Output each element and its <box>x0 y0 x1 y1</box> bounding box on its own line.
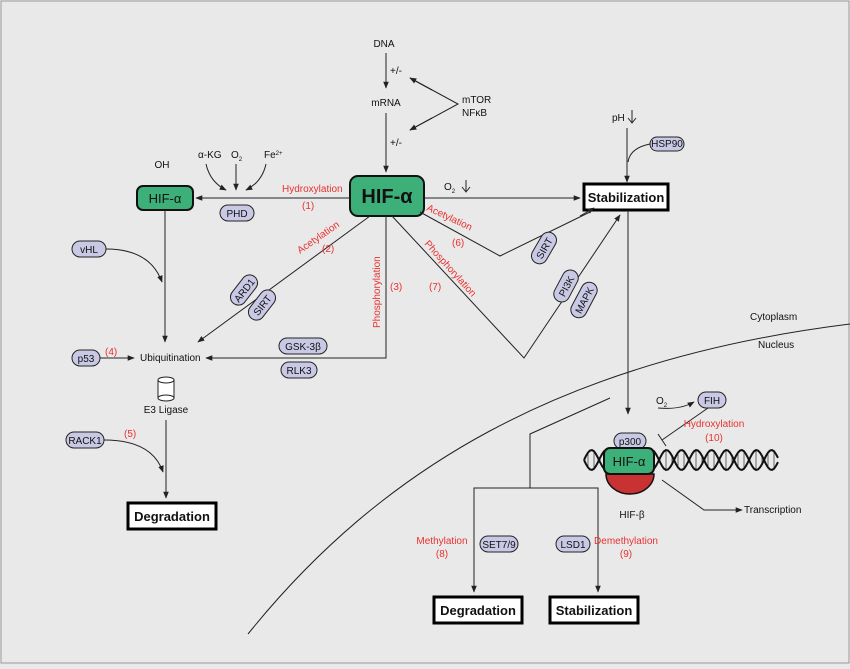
transcription-arrow <box>661 479 743 513</box>
mtor-label: mTOR <box>462 95 491 106</box>
right-o2-label: O2 <box>444 182 456 195</box>
fih-label: FIH <box>704 396 720 407</box>
hif-alpha-nucleus-label: HIF-α <box>613 454 646 469</box>
plusminus-2: +/- <box>390 138 402 149</box>
nucleus-hydroxylation-num: (10) <box>705 433 723 444</box>
stabilization-nucleus-box <box>548 595 640 625</box>
acetylation-left-label: Acetylation <box>295 219 341 256</box>
mtor-arrows <box>409 77 460 131</box>
degradation-nucleus-label: Degradation <box>440 603 516 618</box>
nuclear-membrane <box>247 323 850 635</box>
oh-label: OH <box>155 160 170 171</box>
fih-inhibition-line <box>661 407 709 441</box>
hif-alpha-left-label: HIF-α <box>149 191 182 206</box>
transcription-label: Transcription <box>744 505 801 516</box>
gsk3b-pill <box>278 337 328 355</box>
e3-ligase-icon <box>157 376 175 402</box>
set79-label: SET7/9 <box>482 540 516 551</box>
phosphorylation-left-arrow <box>205 216 387 361</box>
hydroxylation-num: (1) <box>302 201 314 212</box>
hif-alpha-center <box>349 175 425 217</box>
acetylation-right-path <box>419 211 591 257</box>
phd-pill <box>219 204 255 222</box>
hif-beta-label: HIF-β <box>619 510 644 521</box>
hsp90-label: HSP90 <box>651 139 683 150</box>
demethylation-num: (9) <box>620 549 632 560</box>
rack1-label: RACK1 <box>68 436 102 447</box>
hsp90-link <box>627 143 651 163</box>
set79-pill <box>479 535 519 553</box>
demethylation-label: Demethylation <box>594 536 658 547</box>
acetylation-left-arrow <box>197 215 371 343</box>
cytoplasm-label: Cytoplasm <box>750 312 797 323</box>
degradation-nucleus-box <box>432 595 524 625</box>
acetylation-right-label: Acetylation <box>425 203 474 234</box>
nucleus-label: Nucleus <box>758 340 794 351</box>
gsk3b-label: GSK-3β <box>285 342 321 353</box>
ph-label: pH <box>612 113 625 124</box>
vhl-label: vHL <box>80 245 98 256</box>
stabilization-top-label: Stabilization <box>588 190 665 205</box>
mrna-label: mRNA <box>371 98 401 109</box>
akg-arrow <box>205 163 227 191</box>
plusminus-1: +/- <box>390 66 402 77</box>
nucleus-branch-lines <box>473 487 599 588</box>
lsd1-pill <box>555 535 591 553</box>
fe-arrow <box>245 163 267 191</box>
fe-label: Fe2+ <box>264 150 283 161</box>
hydroxylation-label: Hydroxylation <box>282 184 343 195</box>
p300-label: p300 <box>619 437 642 448</box>
acetylation-right-arrowhead <box>579 207 595 217</box>
phosphorylation-right-arrow <box>391 214 621 359</box>
degradation-left-label: Degradation <box>134 509 210 524</box>
phosphorylation-left-num: (3) <box>390 282 402 293</box>
acetylation-right-num: (6) <box>452 238 464 249</box>
ubiquitination-label: Ubiquitination <box>140 353 201 364</box>
rlk3-label: RLK3 <box>286 366 311 377</box>
vhl-arrow <box>105 248 163 283</box>
nfkb-label: NFκB <box>462 108 487 119</box>
hif-beta-shape <box>605 473 655 495</box>
degradation-left-box <box>126 501 218 531</box>
p53-label: p53 <box>78 354 95 365</box>
mtor-arrow-up <box>409 77 433 91</box>
rack1-num: (5) <box>124 429 136 440</box>
ph-down-arrowhead-icon <box>627 117 637 124</box>
mtor-arrow-down <box>409 117 433 131</box>
methylation-label: Methylation <box>416 536 467 547</box>
phosphorylation-left-label: Phosphorylation <box>372 256 383 328</box>
fih-o2-arrow <box>657 401 695 409</box>
dna-label: DNA <box>373 39 394 50</box>
methylation-num: (8) <box>436 549 448 560</box>
nucleus-hydroxylation-label: Hydroxylation <box>684 419 745 430</box>
nucleus-split-line <box>529 397 611 488</box>
stabilization-nucleus-label: Stabilization <box>556 603 633 618</box>
sirt-right-pill: SIRT <box>531 231 557 265</box>
p53-num: (4) <box>105 347 117 358</box>
rlk3-pill <box>280 361 318 379</box>
nucleus-o2-label: O2 <box>656 396 668 409</box>
phosphorylation-right-num: (7) <box>429 282 441 293</box>
phd-label: PHD <box>226 209 247 220</box>
akg-label: α-KG <box>198 150 222 161</box>
acetylation-left-num: (2) <box>322 244 334 255</box>
rack1-arrow <box>103 439 164 473</box>
e3-ligase-label: E3 Ligase <box>144 405 189 416</box>
stabilization-top-box <box>582 182 670 212</box>
lsd1-label: LSD1 <box>560 540 585 551</box>
o2-down-arrowhead-icon <box>461 186 471 193</box>
fih-inhibition-bar <box>657 433 667 447</box>
hif-alpha-nucleus <box>603 447 655 475</box>
phd-o2-label: O2 <box>231 150 243 163</box>
hif-alpha-center-label: HIF-α <box>361 186 413 208</box>
fih-pill <box>697 391 727 409</box>
